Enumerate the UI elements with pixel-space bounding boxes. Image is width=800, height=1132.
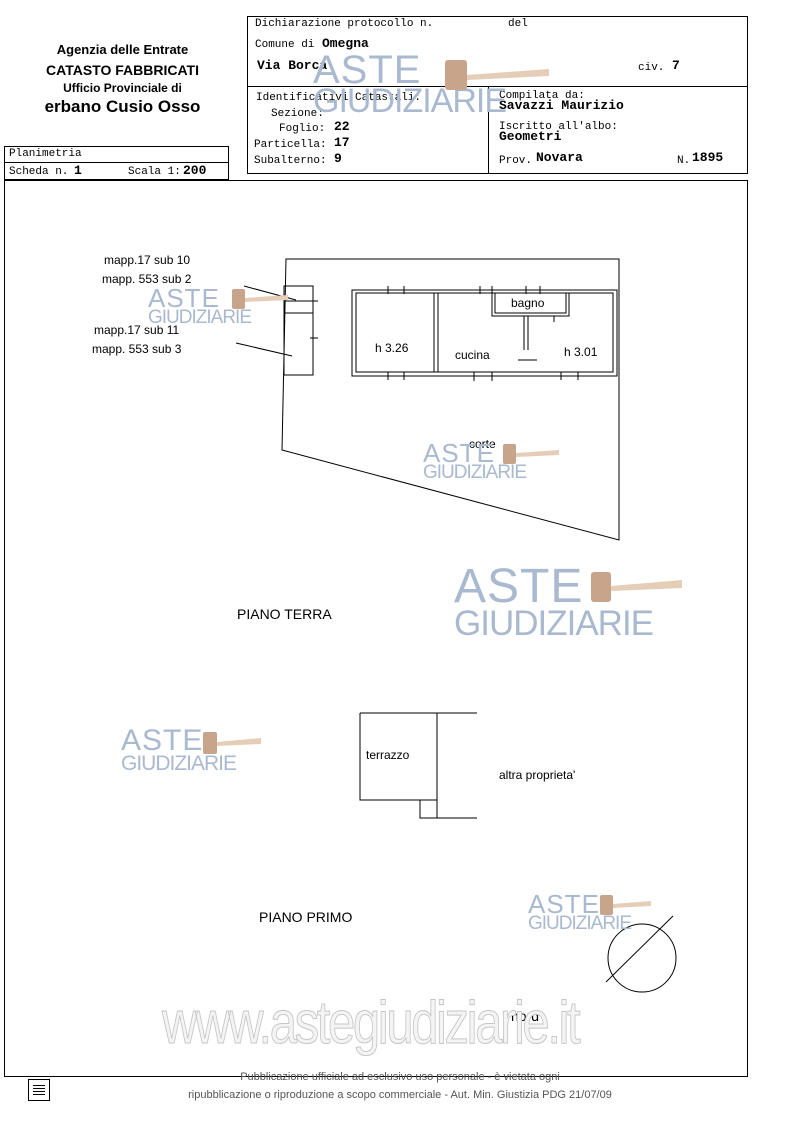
civ-label: civ. [638,62,665,74]
watermark-logo-bottom-right: ASTE GIUDIZIARIE [528,891,651,933]
north-arrow-line [605,915,674,983]
gavel-icon [232,289,288,309]
civ-value: 7 [672,58,680,73]
num-label: N. [677,155,691,167]
catasto-title: CATASTO FABBRICATI [46,62,199,78]
footer-line-1: Pubblicazione ufficiale ad esclusivo uso… [240,1071,560,1083]
province-name: erbano Cusio Osso [44,97,201,116]
corte-outline [281,258,620,541]
particella-value: 17 [334,135,350,150]
subalterno-value: 9 [334,151,342,166]
corte-label: corte [469,437,496,451]
piano-terra-label: PIANO TERRA [237,606,332,622]
albo-value: Geometri [499,129,562,144]
nord-label: nord [511,1008,540,1024]
gavel-icon [591,572,682,602]
num-value: 1895 [692,150,724,165]
menu-icon[interactable] [28,1079,50,1101]
terrazzo-label: terrazzo [366,748,410,762]
sheet-box [4,146,229,180]
foglio-label: Foglio: [279,123,326,135]
north-circle [607,923,677,993]
altra-proprieta-label: altra proprieta' [499,768,576,782]
gavel-icon [503,444,559,464]
street-value: Via Borca [257,58,328,73]
scheda-label: Scheda n. [9,166,69,178]
watermark-site-url: www.astegiudiziarie.it [162,989,581,1057]
subalterno-label: Subalterno: [254,155,327,167]
compiler-name: Savazzi Maurizio [499,98,624,113]
prov-value: Novara [536,150,583,165]
watermark-logo-center: ASTE GIUDIZIARIE [454,563,682,641]
compiled-label: Compilata da: [499,90,585,102]
del-label: del [508,18,528,30]
scala-value: 200 [183,163,207,178]
room-cucina: cucina [455,348,490,362]
scheda-value: 1 [74,163,82,178]
scala-label: Scala 1: [128,166,181,178]
planimetria-label: Planimetria [9,148,82,160]
watermark-logo-bottom-left: ASTE GIUDIZIARIE [121,726,261,774]
mapp-label-2b: mapp. 553 sub 3 [92,342,182,356]
drawing-frame [4,180,748,1077]
foglio-value: 22 [334,119,350,134]
footer-line-2: ripubblicazione o riproduzione a scopo c… [188,1089,612,1101]
comune-label: Comune di [255,39,315,51]
mapp-label-1a: mapp.17 sub 10 [104,253,191,267]
particella-label: Particella: [254,139,327,151]
comune-value: Omegna [322,36,369,51]
declaration-box [247,16,748,174]
watermark-logo-corte: ASTE GIUDIZIARIE [423,440,559,482]
room-height-2: h 3.01 [564,345,598,359]
agency-name: Agenzia delle Entrate [56,42,189,57]
prov-label: Prov. [499,155,533,167]
sezione-label: Sezione: [271,108,324,120]
gavel-icon [445,60,549,90]
identifiers-heading: Identificativi Catastali: [256,92,422,104]
room-bagno: bagno [511,296,545,310]
watermark-logo-header: ASTE GIUDIZIARIE [313,50,549,118]
gavel-icon [600,895,651,915]
room-height-1: h 3.26 [375,341,409,355]
mapp-label-1b: mapp. 553 sub 2 [102,272,192,286]
gavel-icon [203,732,261,754]
ufficio-label: Ufficio Provinciale di [63,81,182,95]
watermark-logo-left: ASTE GIUDIZIARIE [148,285,288,327]
building-outline [351,289,618,377]
terrazzo-outline [360,712,477,819]
mapp-label-2a: mapp.17 sub 11 [94,323,180,337]
agency-header: Agenzia delle Entrate CATASTO FABBRICATI… [20,42,225,119]
piano-primo-label: PIANO PRIMO [259,909,353,925]
protocol-label: Dichiarazione protocollo n. [255,18,434,30]
albo-label: Iscritto all'albo: [499,121,618,133]
